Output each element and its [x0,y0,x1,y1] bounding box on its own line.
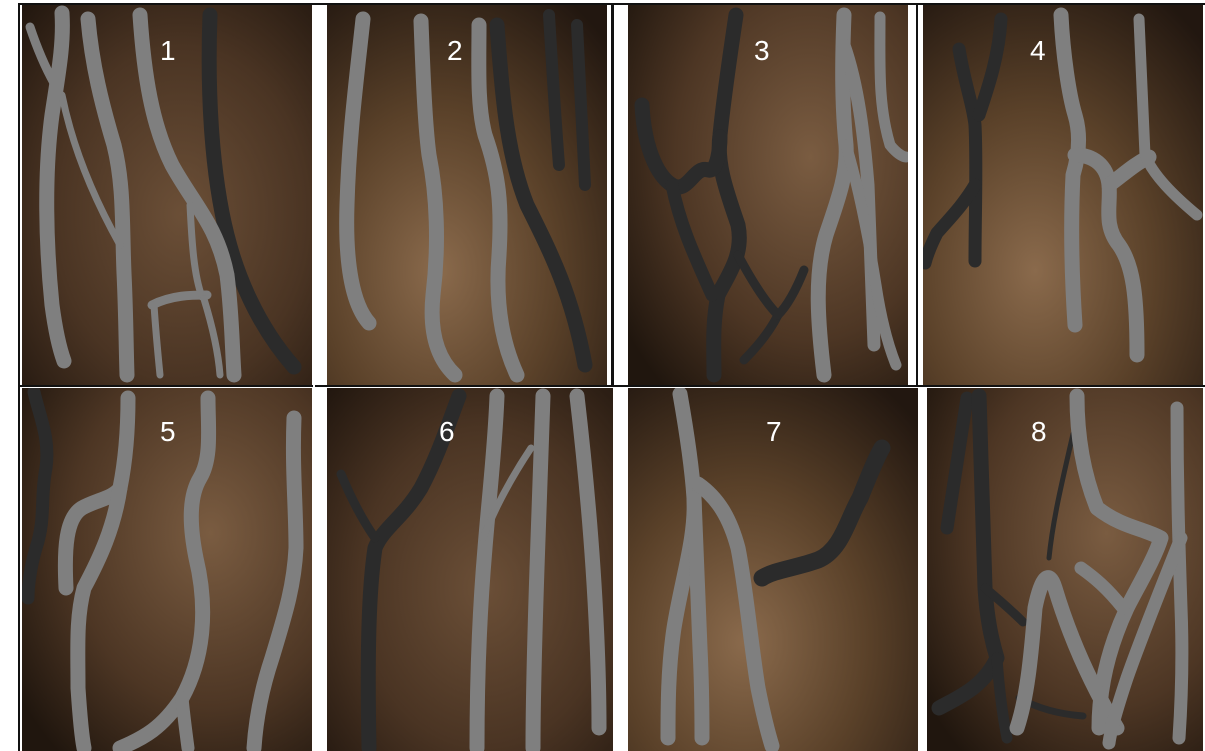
grid-divider-2 [611,3,614,385]
panel-4-number-label: 4 [1030,37,1046,65]
grid-divider-horizontal [18,385,1205,387]
panel-2: 2 [327,5,607,385]
panel-1: 1 [22,5,312,385]
panel-3-number-label: 3 [754,37,770,65]
panel-4: 4 [923,5,1203,385]
panel-3: 3 [628,5,908,385]
panel-6-vein-image [327,388,613,751]
panel-5: 5 [22,388,312,751]
panel-5-number-label: 5 [160,418,176,446]
panel-8-number-label: 8 [1031,418,1047,446]
panel-7: 7 [628,388,918,751]
panel-2-vein-image [327,5,607,385]
grid-divider-left-edge [18,3,20,751]
panel-1-number-label: 1 [160,37,176,65]
grid-divider-1 [313,3,315,751]
panel-2-number-label: 2 [447,37,463,65]
grid-divider-top-edge [18,3,1205,5]
grid-divider-3 [916,3,918,385]
panel-6: 6 [327,388,613,751]
panel-8-vein-image [927,388,1203,751]
panel-8: 8 [927,388,1203,751]
panel-6-number-label: 6 [439,418,455,446]
panel-4-vein-image [923,5,1203,385]
panel-7-number-label: 7 [766,418,782,446]
